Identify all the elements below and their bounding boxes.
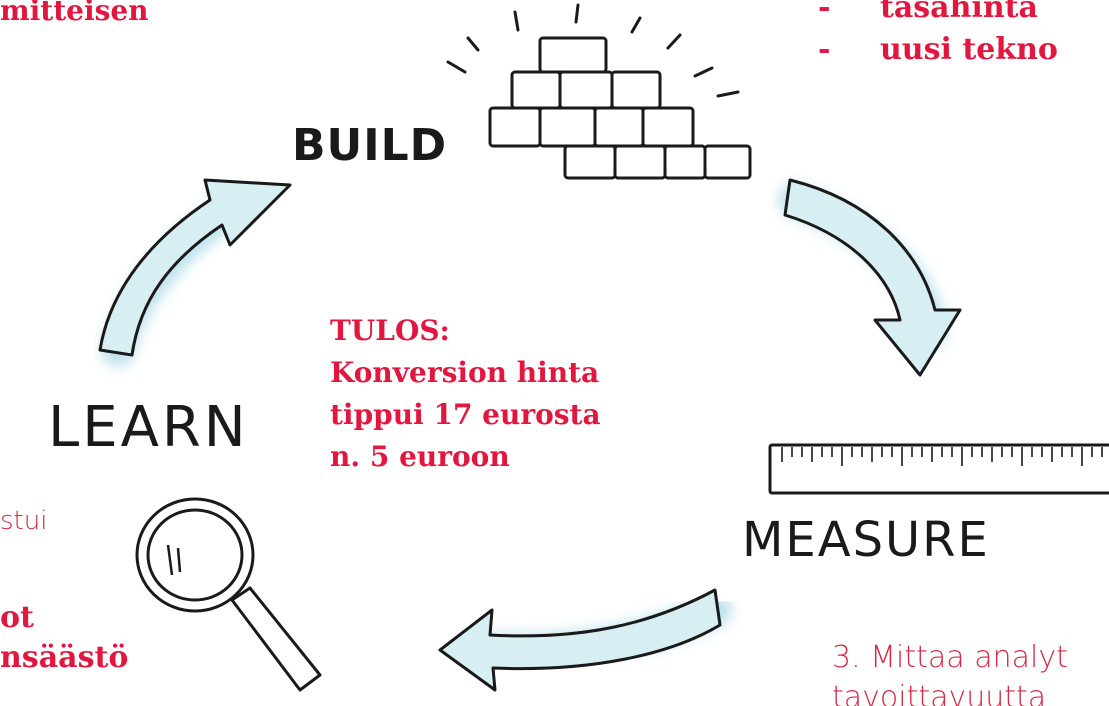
label-measure: MEASURE (742, 512, 990, 568)
bullet-text: uusi tekno (880, 32, 1058, 67)
arrow-learn-to-build (98, 178, 292, 367)
result-line: Konversion hinta (330, 356, 600, 389)
bullet-dash: - (818, 0, 831, 25)
bottom-right-line-2: tavoittavuutta (832, 680, 1047, 706)
top-right-bullet-1: - tasahinta (818, 0, 1038, 25)
bottom-right-line-1: 3. Mittaa analyt (832, 640, 1068, 675)
left-note-red-2: nsäästö (0, 640, 129, 675)
top-left-text: mitteisen (0, 0, 149, 27)
top-right-bullet-2: - uusi tekno (818, 32, 1058, 67)
label-build: BUILD (292, 120, 448, 171)
bullet-dash: - (818, 32, 831, 67)
left-note-gray: stui (0, 506, 48, 536)
result-line: tippui 17 eurosta (330, 398, 601, 431)
sparkle-icon (446, 3, 740, 98)
arrow-build-to-measure (778, 178, 962, 377)
result-block: TULOS: Konversion hinta tippui 17 eurost… (330, 310, 601, 478)
magnifying-glass-icon (135, 497, 322, 692)
brick-wall-icon (488, 36, 752, 180)
bullet-text: tasahinta (880, 0, 1038, 25)
ruler-icon (768, 443, 1109, 495)
left-note-red-1: ot (0, 600, 34, 635)
label-learn: LEARN (48, 395, 249, 460)
result-line: n. 5 euroon (330, 440, 510, 473)
arrow-measure-to-learn (438, 588, 732, 692)
result-title: TULOS: (330, 314, 450, 347)
